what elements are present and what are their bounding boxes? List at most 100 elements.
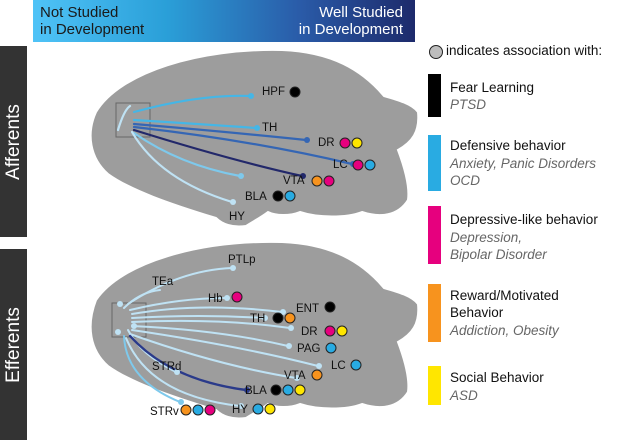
efferent-endpoint-hb (224, 295, 230, 301)
efferent-path-lc (131, 329, 319, 367)
legend-depressive-swatch (428, 206, 441, 264)
afferent-path-vta (132, 128, 304, 178)
afferent-endpoint-hpf (248, 93, 254, 99)
efferent-dr-depressive-dot (324, 325, 336, 337)
afferent-lc-defensive-dot (364, 159, 376, 171)
legend-defensive-swatch (428, 135, 441, 191)
efferent-strv-depressive-dot (204, 404, 216, 416)
efferent-endpoint-vta (294, 375, 300, 381)
efferent-path-dr (131, 319, 291, 329)
efferent-pag-defensive-dot (325, 342, 337, 354)
legend-reward-disorder: Addiction, Obesity (450, 323, 559, 338)
afferent-endpoint-th (254, 125, 260, 131)
afferent-label-hy: HY (229, 211, 245, 223)
afferent-hpf-fear-dot (289, 86, 301, 98)
afferent-endpoint-vta (300, 173, 306, 179)
afferents-association-dots (272, 86, 376, 202)
efferents-region-labels: PTLp TEa Hb ENT TH DR PAG LC STRd VTA BL… (150, 254, 346, 418)
afferent-label-dr: DR (318, 137, 335, 149)
efferent-endpoint-dr (288, 325, 294, 331)
efferent-label-strd: STRd (152, 361, 181, 373)
efferent-label-hy: HY (232, 404, 248, 416)
efferent-bla-fear-dot (270, 384, 282, 396)
efferent-path-hy (125, 337, 241, 407)
legend-reward-label: Reward/Motivated (450, 288, 559, 303)
legend-fear-swatch (428, 74, 441, 117)
legend-fear-disorder: PTSD (450, 97, 487, 112)
legend-social-disorder: ASD (450, 388, 478, 403)
afferent-label-hpf: HPF (262, 86, 285, 98)
efferent-origin-node-2 (115, 329, 121, 335)
efferent-bla-defensive-dot (282, 384, 294, 396)
legend-defensive-disorder-1: Anxiety, Panic Disorders (450, 156, 597, 171)
efferent-endpoint-hy (238, 403, 244, 409)
afferent-dr-social-dot (351, 137, 363, 149)
efferent-path-tea (123, 289, 161, 309)
efferent-ent-fear-dot (324, 301, 336, 313)
legend-defensive-disorder-2: OCD (450, 173, 480, 188)
efferent-origin-node-3 (131, 323, 137, 329)
legend-fear-label: Fear Learning (450, 80, 535, 95)
efferent-label-pag: PAG (297, 343, 320, 355)
efferents-endpoints (115, 265, 322, 409)
legend-association-dot-icon (429, 45, 443, 59)
efferent-label-dr: DR (301, 326, 318, 338)
afferent-path-hy (130, 130, 234, 204)
legend-defensive-label: Defensive behavior (450, 138, 566, 153)
afferent-path-lc (132, 125, 354, 166)
efferent-endpoint-strv (178, 399, 184, 405)
afferent-bla-defensive-dot (284, 190, 296, 202)
efferent-endpoint-lc (316, 363, 322, 369)
efferent-dr-social-dot (336, 325, 348, 337)
efferents-tab: Efferents (0, 249, 27, 440)
efferent-hy-defensive-dot (252, 403, 264, 415)
efferent-endpoint-th (262, 315, 268, 321)
legend-depressive-disorder-1: Depression, (450, 230, 523, 245)
afferent-path-bla (132, 131, 242, 178)
afferents-brain-outline (89, 48, 420, 228)
afferent-label-th: TH (262, 122, 277, 134)
gradient-left-label-1: Not Studied (40, 4, 119, 21)
efferents-association-dots (180, 291, 362, 416)
efferent-endpoint-ptlp (230, 265, 236, 271)
study-gradient-bar (33, 0, 415, 42)
afferent-endpoint-dr (304, 137, 310, 143)
efferent-label-th: TH (250, 313, 265, 325)
legend-title: indicates association with: (446, 43, 603, 58)
efferent-path-strv (123, 335, 181, 403)
afferents-region-labels: HPF TH DR LC VTA BLA HY (229, 86, 348, 223)
afferent-lc-depressive-dot (352, 159, 364, 171)
efferent-label-vta: VTA (284, 370, 306, 382)
efferent-endpoint-pag (286, 343, 292, 349)
legend-social-label: Social Behavior (450, 370, 544, 385)
efferent-strv-reward-dot (180, 404, 192, 416)
afferent-label-lc: LC (333, 159, 348, 171)
efferent-label-ent: ENT (296, 303, 319, 315)
efferent-bla-social-dot (294, 384, 306, 396)
efferent-label-bla: BLA (245, 385, 267, 397)
legend-social-swatch (428, 366, 441, 405)
gradient-left-label-2: in Development (40, 21, 145, 38)
afferent-path-th (132, 118, 258, 130)
efferent-path-th (131, 315, 265, 319)
efferent-label-lc: LC (331, 360, 346, 372)
efferent-strv-defensive-dot (192, 404, 204, 416)
efferent-label-hb: Hb (208, 293, 223, 305)
efferent-origin-node-1 (117, 301, 123, 307)
afferents-tab: Afferents (0, 46, 27, 237)
efferent-lc-defensive-dot (350, 359, 362, 371)
afferent-path-extra (116, 104, 132, 132)
efferent-endpoint-strd (174, 369, 180, 375)
efferent-label-tea: TEa (152, 276, 174, 288)
efferent-th-fear-dot (272, 312, 284, 324)
efferent-hy-social-dot (264, 403, 276, 415)
afferent-bla-fear-dot (272, 190, 284, 202)
efferent-endpoint-ent (280, 309, 286, 315)
efferent-label-ptlp: PTLp (228, 254, 256, 266)
legend-reward-label-2: Behavior (450, 305, 504, 320)
efferent-path-pag (131, 325, 289, 347)
afferent-label-bla: BLA (245, 191, 267, 203)
efferent-vta-reward-dot (311, 369, 323, 381)
efferent-label-strv: STRv (150, 406, 179, 418)
